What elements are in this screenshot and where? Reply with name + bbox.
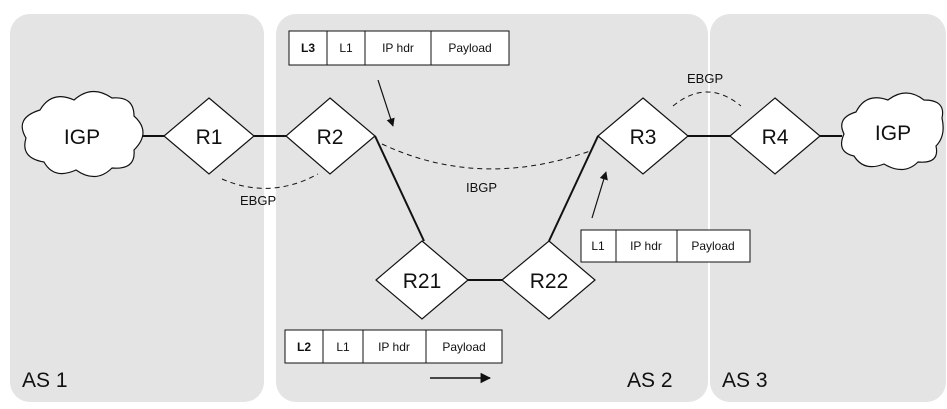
router-label: R22 [530, 270, 569, 293]
router-r1: R1 [163, 97, 255, 175]
packet-field-label: Payload [448, 41, 491, 55]
arrow-right-packet [591, 171, 608, 219]
packet-field-label: IP hdr [378, 340, 410, 354]
cloud-icon [841, 92, 944, 171]
cloud-igp-left: IGP [21, 90, 144, 178]
ebgp-arc-as2-as3 [672, 91, 742, 107]
as-label: AS 3 [722, 369, 768, 392]
ebgp-label-as2-as3: EBGP [687, 71, 723, 86]
router-diamond [597, 97, 689, 175]
packet-field-label: Payload [691, 239, 734, 253]
as3-region [710, 14, 946, 402]
cloud-icon [21, 90, 144, 178]
router-diamond [285, 97, 376, 175]
as-label: AS 1 [22, 369, 68, 392]
router-label: R1 [196, 126, 223, 149]
link-r22-r3 [548, 135, 599, 242]
packet-field-label: L2 [297, 340, 311, 354]
as1-region [10, 14, 264, 402]
packet-frame [284, 329, 503, 364]
as2-region [276, 14, 708, 402]
packet-field-label: L1 [591, 239, 605, 253]
ebgp-arc-as1-as2 [221, 173, 319, 189]
router-diamond [163, 97, 255, 175]
router-label: R3 [630, 126, 657, 149]
link-r2-r21 [374, 135, 425, 242]
router-r21: R21 [375, 240, 469, 320]
packet-field-label: Payload [442, 340, 485, 354]
links [136, 135, 842, 281]
packet-field-label: IP hdr [382, 41, 414, 55]
ibgp-label: IBGP [466, 180, 497, 195]
arrow-top-packet [377, 79, 395, 127]
cloud-label: IGP [875, 122, 911, 145]
router-r22: R22 [501, 240, 596, 320]
router-diamond [501, 240, 596, 320]
as-label: AS 2 [627, 369, 673, 392]
packet-field-label: L3 [301, 41, 315, 55]
cloud-label: IGP [64, 126, 100, 149]
packet-frame [580, 229, 751, 263]
router-label: R2 [317, 126, 344, 149]
router-diamond [729, 97, 821, 175]
packet-top: L3 L1 IP hdr Payload [288, 30, 510, 66]
router-r4: R4 [729, 97, 821, 175]
router-r3: R3 [597, 97, 689, 175]
packet-right: L1 IP hdr Payload [580, 229, 751, 263]
packet-field-label: IP hdr [630, 239, 662, 253]
router-diamond [375, 240, 469, 320]
ebgp-label-as1-as2: EBGP [240, 193, 276, 208]
packet-bottom: L2 L1 IP hdr Payload [284, 329, 503, 364]
cloud-igp-right: IGP [841, 92, 944, 171]
router-label: R4 [762, 126, 789, 149]
packet-frame [288, 30, 510, 66]
packet-field-label: L1 [339, 41, 353, 55]
router-r2: R2 [285, 97, 376, 175]
router-label: R21 [403, 270, 442, 293]
packet-field-label: L1 [336, 340, 350, 354]
